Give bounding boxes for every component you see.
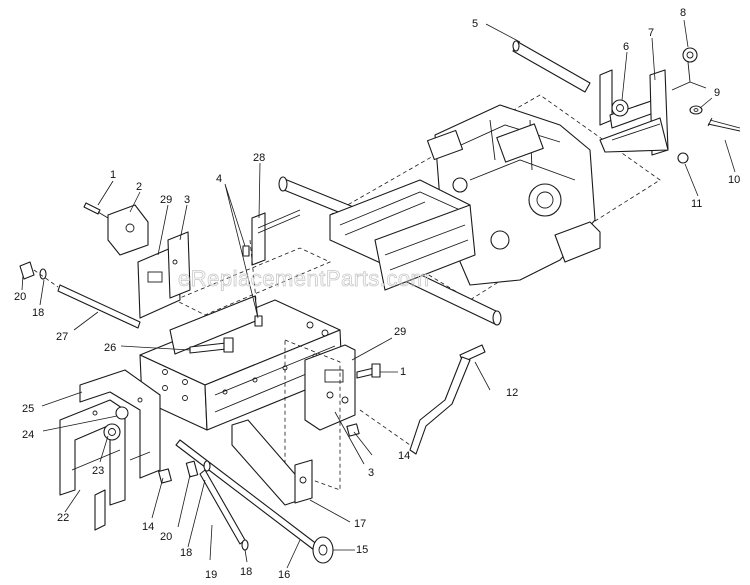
- lift-bracket-assembly: [599, 47, 741, 164]
- callout-18c: 18: [240, 566, 252, 578]
- callout-2: 2: [136, 181, 142, 193]
- part-26-bolt: [189, 337, 234, 354]
- callout-4: 4: [216, 173, 222, 185]
- callout-18a: 18: [32, 307, 44, 319]
- callout-27: 27: [56, 331, 68, 343]
- watermark-text: eReplacementParts.com: [178, 266, 429, 291]
- callout-20a: 20: [14, 291, 26, 303]
- callout-3a: 3: [184, 194, 190, 206]
- transmission-assembly: [278, 94, 661, 326]
- part-29-3-upper-plates: [137, 231, 191, 319]
- callout-14b: 14: [398, 450, 410, 462]
- callout-6: 6: [623, 41, 629, 53]
- center-dashed-outline: [284, 339, 341, 491]
- callout-16: 16: [278, 569, 290, 581]
- callout-15: 15: [356, 544, 368, 556]
- callout-24: 24: [22, 429, 34, 441]
- callout-25: 25: [22, 403, 34, 415]
- part-12-handle: [359, 344, 486, 455]
- leader-lines: [21, 19, 736, 569]
- part-19-rod: [185, 460, 249, 551]
- callout-23: 23: [92, 465, 104, 477]
- callout-29a: 29: [160, 194, 172, 206]
- callout-8: 8: [680, 7, 686, 19]
- part-5-pivot-rod: [512, 40, 591, 93]
- callout-7: 7: [648, 27, 654, 39]
- callout-12: 12: [506, 387, 518, 399]
- callout-5: 5: [472, 18, 478, 30]
- part-28-bracket: [242, 209, 301, 327]
- callout-29b: 29: [394, 326, 406, 338]
- callout-17: 17: [354, 518, 366, 530]
- part-2-bracket: [83, 202, 149, 256]
- callout-22: 22: [57, 512, 69, 524]
- callout-26: 26: [104, 342, 116, 354]
- part-22-25-lower-bracket: [59, 369, 172, 531]
- callout-28: 28: [253, 152, 265, 164]
- callout-20b: 20: [160, 531, 172, 543]
- main-frame-tube: [139, 247, 343, 431]
- callout-9: 9: [714, 87, 720, 99]
- callout-labels: 1 2 29 3 4 28 5 6 7 8 9 10 11 20 18 27 2…: [14, 7, 740, 581]
- callout-1a: 1: [110, 169, 116, 181]
- part-14-spacer: [346, 423, 360, 437]
- callout-1b: 1: [400, 366, 406, 378]
- callout-3b: 3: [368, 467, 374, 479]
- callout-14a: 14: [142, 521, 154, 533]
- callout-18b: 18: [180, 547, 192, 559]
- part-27-rod: [19, 261, 141, 329]
- callout-11: 11: [691, 198, 702, 210]
- part-17-bracket: [231, 419, 313, 506]
- callout-19: 19: [205, 569, 217, 581]
- callout-10: 10: [728, 174, 740, 186]
- part-29-side-plate: [304, 344, 381, 431]
